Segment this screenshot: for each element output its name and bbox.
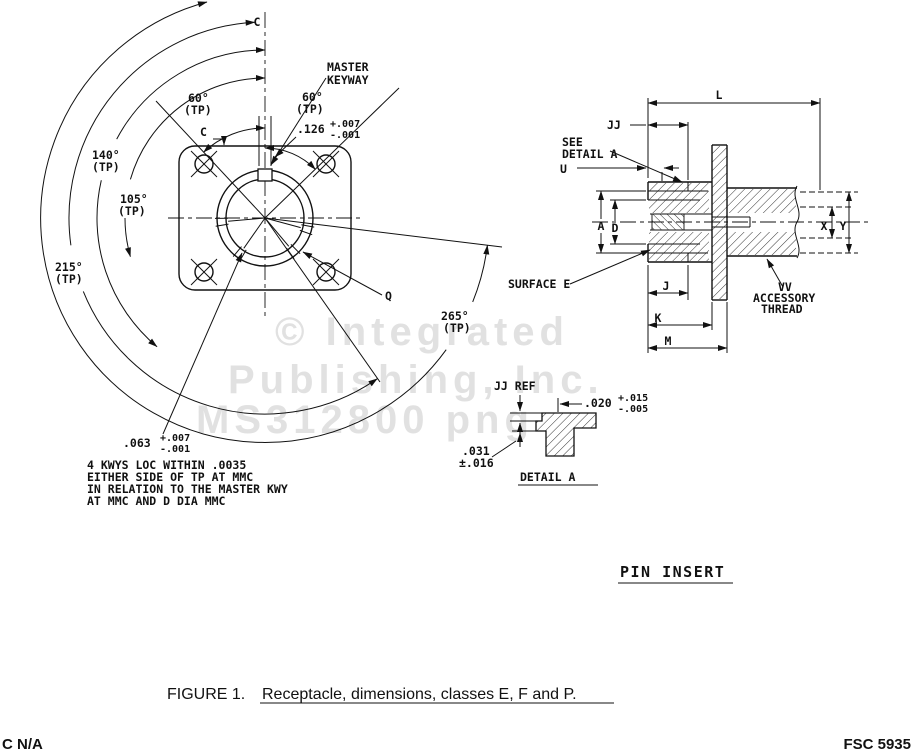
shell-and-keyways [214,168,315,267]
dim-063-plus-tol: +.007 [160,433,190,444]
angle-140-tp: (TP) [92,160,120,174]
watermark: © Integrated Publishing, Inc. MS312800 p… [196,310,604,442]
section-hatching [649,146,796,299]
section-outline [647,144,800,301]
dim-k-label: K [655,311,662,325]
datum-c-left-label: C [200,125,207,139]
pin-insert-label: PIN INSERT [620,563,725,581]
watermark-line2: Publishing, Inc. [228,358,604,402]
angle-265-label: 265° [441,309,469,323]
dim-020-plus-tol: +.015 [618,393,648,404]
dim-u-label: U [560,162,567,176]
footer-left-text: C N/A [2,736,43,753]
angle-60-right-tp: (TP) [296,102,324,116]
see-detail-label-line1: SEE [562,135,583,149]
watermark-line1: © Integrated [275,310,569,354]
dim-063-minus-tol: -.001 [160,444,190,455]
angle-215-tp: (TP) [55,272,83,286]
watermark-line3: MS312800 png [196,398,534,442]
dim-031-tol: ±.016 [459,456,494,470]
master-keyway-notch [257,168,273,182]
dim-a-label: A [598,219,605,233]
angle-140-label: 140° [92,148,120,162]
dim-d-label: D [612,221,619,235]
keyway-note-line2: EITHER SIDE OF TP AT MMC [87,470,253,484]
dim-j-label: J [663,279,670,293]
angle-60-left-label: 60° [188,91,209,105]
figure-caption-title: Receptacle, dimensions, classes E, F and… [262,686,577,703]
q-label: Q [385,289,392,303]
dim-126-minus-tol: -.001 [330,130,360,141]
master-keyway-label-line2: KEYWAY [327,73,369,87]
dim-m-label: M [665,334,672,348]
detail-a-title: DETAIL A [520,470,575,484]
section-dimensions [569,98,852,353]
keyway-note-line4: AT MMC AND D DIA MMC [87,494,226,508]
angle-60-right-label: 60° [302,90,323,104]
vv-label-line3: THREAD [761,302,803,316]
footer-fsc-code: FSC 5935 [843,736,911,753]
dim-063-label: .063 [123,436,151,450]
jj-ref-label: JJ REF [494,379,536,393]
angle-60-left-tp: (TP) [184,103,212,117]
dim-x-label: X [821,219,828,233]
detail-a-section-shape [535,412,597,457]
dim-020-minus-tol: -.005 [618,404,648,415]
figure-caption-prefix: FIGURE 1. [167,686,245,703]
dim-jj-label: JJ [607,118,621,132]
front-view-labels: C MASTER KEYWAY 60° (TP) 60° (TP) .126 +… [55,15,471,508]
dim-020-label: .020 [584,396,612,410]
angle-105-tp: (TP) [118,204,146,218]
keyway-note-line3: IN RELATION TO THE MASTER KWY [87,482,288,496]
keyway-note-line1: 4 KWYS LOC WITHIN .0035 [87,458,246,472]
see-detail-label-line2: DETAIL A [562,147,617,161]
surface-e-label: SURFACE E [508,277,570,291]
front-view-centerlines [168,12,362,316]
angle-265-tp: (TP) [443,321,471,335]
captions: PIN INSERT FIGURE 1. Receptacle, dimensi… [2,563,911,753]
dim-y-label: Y [840,219,847,233]
dim-126-plus-tol: +.007 [330,119,360,130]
front-view-leaders [162,77,383,435]
dim-031-label: .031 [462,444,490,458]
dim-l-label: L [716,88,723,102]
vv-label-line1: VV [778,280,792,294]
section-labels: L JJ SEE DETAIL A U A D SURFACE E J K M … [508,88,847,348]
detail-a-view: JJ REF .020 +.015 -.005 .031 ±.016 DETAI… [459,379,648,486]
angular-dimension-arcs [40,1,490,443]
datum-c-top-label: C [254,15,261,29]
master-keyway-label-line1: MASTER [327,60,369,74]
angle-105-label: 105° [120,192,148,206]
angle-215-label: 215° [55,260,83,274]
vv-label-line2: ACCESSORY [753,291,815,305]
front-view-radial-lines [155,87,503,383]
dim-126-label: .126 [297,122,325,136]
